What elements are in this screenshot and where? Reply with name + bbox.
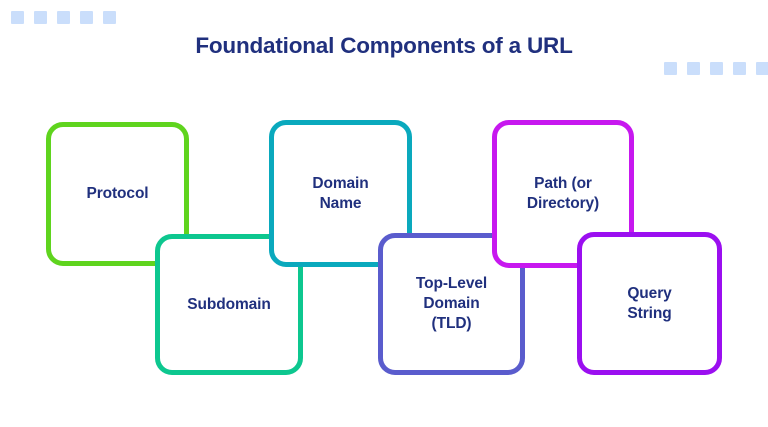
decorative-square: [710, 62, 723, 75]
decorative-square: [664, 62, 677, 75]
diagram-box-protocol: Protocol: [46, 122, 189, 266]
decorative-square: [57, 11, 70, 24]
diagram-box-label: Subdomain: [187, 295, 271, 313]
decorative-square: [80, 11, 93, 24]
decorative-square: [11, 11, 24, 24]
decorative-square: [103, 11, 116, 24]
decorative-square: [733, 62, 746, 75]
decorative-squares-top-right: [664, 62, 768, 75]
page-title: Foundational Components of a URL: [195, 33, 573, 58]
decorative-square: [687, 62, 700, 75]
decorative-squares-top-left: [11, 11, 116, 24]
decorative-square: [34, 11, 47, 24]
decorative-square: [756, 62, 768, 75]
diagram-box-label: Protocol: [86, 185, 149, 203]
diagram-box-subdomain: Subdomain: [155, 234, 303, 375]
